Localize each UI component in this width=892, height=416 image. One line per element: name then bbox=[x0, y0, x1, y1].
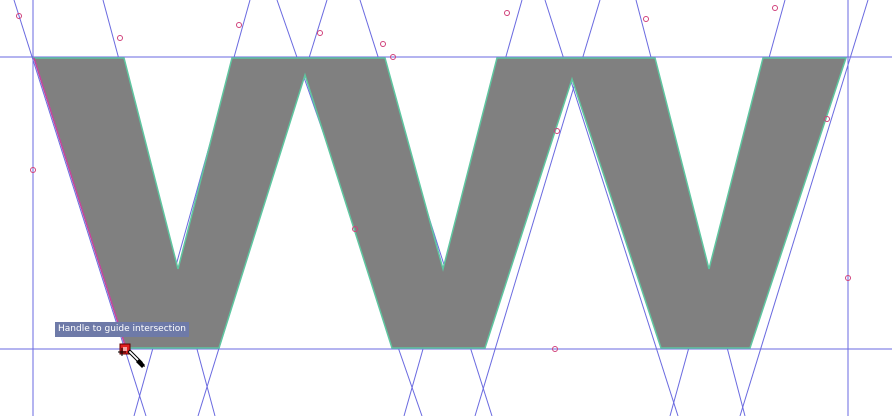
off-curve-handle[interactable] bbox=[380, 41, 386, 47]
control-handles[interactable] bbox=[16, 5, 851, 352]
off-curve-handle[interactable] bbox=[317, 30, 323, 36]
guide-diagonal[interactable] bbox=[739, 0, 869, 416]
off-curve-handle[interactable] bbox=[16, 13, 22, 19]
off-curve-handle[interactable] bbox=[236, 22, 242, 28]
tooltip-handle-to-guide: Handle to guide intersection bbox=[55, 322, 189, 337]
off-curve-handle[interactable] bbox=[643, 16, 649, 22]
pen-cursor-icon bbox=[118, 348, 146, 368]
glyph-w-contour[interactable] bbox=[32, 57, 848, 349]
off-curve-handle[interactable] bbox=[772, 5, 778, 11]
off-curve-handle[interactable] bbox=[824, 116, 830, 122]
off-curve-handle[interactable] bbox=[504, 10, 510, 16]
off-curve-handle[interactable] bbox=[554, 128, 560, 134]
off-curve-handle[interactable] bbox=[117, 35, 123, 41]
glyph-w-outline[interactable] bbox=[32, 57, 848, 349]
off-curve-handle[interactable] bbox=[552, 346, 558, 352]
off-curve-handle[interactable] bbox=[352, 226, 358, 232]
selected-contour-segment[interactable] bbox=[33, 57, 127, 349]
selected-node-icon[interactable] bbox=[119, 343, 131, 355]
off-curve-handle[interactable] bbox=[30, 167, 36, 173]
off-curve-handle[interactable] bbox=[845, 275, 851, 281]
off-curve-handle[interactable] bbox=[390, 54, 396, 60]
